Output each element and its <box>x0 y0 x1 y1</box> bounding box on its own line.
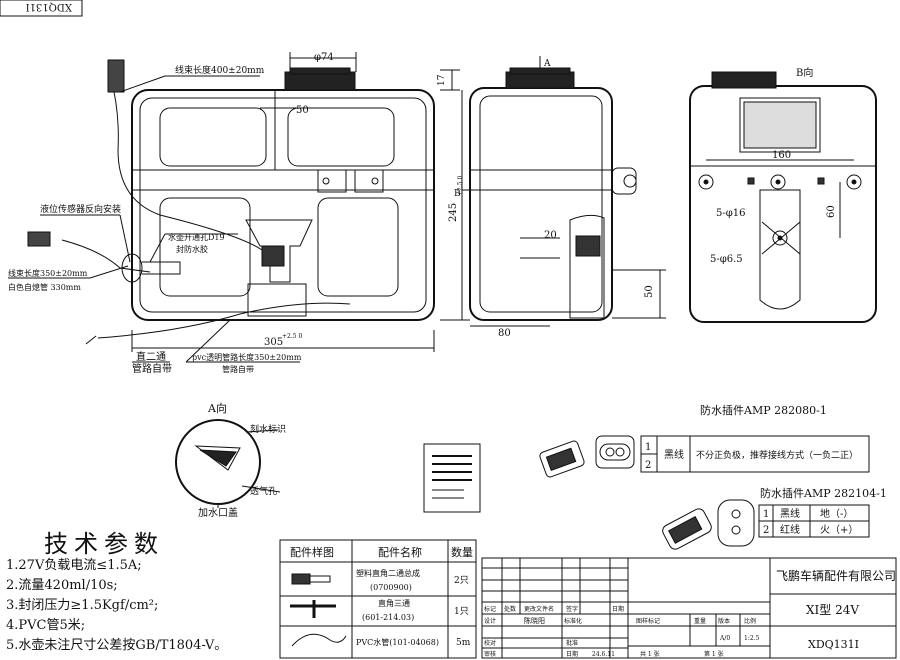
designer-name: 陈晓阳 <box>524 616 545 625</box>
drawing-code: XDQ131I <box>26 1 72 12</box>
connector-1-table <box>640 435 870 473</box>
connector-2-drawing <box>662 499 755 550</box>
front-view <box>8 52 470 363</box>
connector-1-title: 防水插件AMP 282080-1 <box>700 403 827 417</box>
stage-label-mark: 图样标记 <box>636 617 660 625</box>
connector-1-row1-n: 1 <box>645 442 651 453</box>
parts-table-grid <box>279 539 477 659</box>
sheets-total: 共 1 张 <box>640 650 660 658</box>
parts-row2-name: 直角三通 <box>378 598 410 608</box>
harness-length-label: 线束长度400±20mm <box>175 64 265 76</box>
parts-header-image: 配件样图 <box>290 545 334 559</box>
dim-60: 60 <box>826 205 837 218</box>
rev-header-mark: 标记 <box>484 605 496 613</box>
dim-17: 17 <box>437 74 447 86</box>
parts-row1-code: (0700900) <box>370 583 412 592</box>
drawing-code-block: XDQ131I <box>808 638 859 651</box>
tech-param-item: 1.27V负载电流≤1.5A; <box>6 558 142 573</box>
section-a-label: A <box>543 59 551 69</box>
parts-header-name: 配件名称 <box>378 545 422 559</box>
a-view <box>175 419 281 508</box>
parts-header-qty: 数量 <box>451 546 473 559</box>
drain-hole-note: 水壶开通孔D19 <box>168 232 225 242</box>
connector-2-row2-wire: 红线 <box>780 523 800 536</box>
elbow-clip-label: 管路自带 <box>132 362 172 375</box>
width-tol: +2.5 0 <box>282 333 302 340</box>
stage-label-version: 版本 <box>718 617 730 625</box>
harness-length2-label: 线束长度350±20mm <box>8 268 88 278</box>
connector-2-title: 防水插件AMP 282104-1 <box>760 486 887 500</box>
connector-1-row2-n: 2 <box>645 460 651 471</box>
vent-label: 透气孔 <box>250 485 277 497</box>
stage-label-scale: 比例 <box>744 617 756 625</box>
grommet-note: 封防水胶 <box>176 244 208 254</box>
stage-label-weight: 重量 <box>694 617 706 625</box>
label-plate <box>423 443 481 513</box>
parts-row3-qty: 5m <box>456 638 471 648</box>
dim-20: 20 <box>544 230 557 241</box>
dim-50-front: 50 <box>296 105 309 116</box>
tech-params: 技术参数 1.27V负载电流≤1.5A; 2.流量420ml/10s; 3.封闭… <box>6 530 228 656</box>
connector-2-row1-n: 1 <box>763 509 769 520</box>
connector-2-table <box>758 504 870 538</box>
rev-header-count: 处数 <box>504 605 516 613</box>
elbow-label: 直二通 <box>136 350 166 363</box>
tech-param-item: 4.PVC管5米; <box>6 618 86 633</box>
cap-label: 加水口盖 <box>198 506 238 519</box>
filler-cap <box>284 71 356 91</box>
connector-1-row1-func: 不分正负极，推荐接线方式（一负二正） <box>696 449 858 461</box>
parts-row1-qty: 2只 <box>454 576 469 586</box>
holes-65-label: 5-φ6.5 <box>710 254 743 265</box>
parts-row2-qty: 1只 <box>454 607 469 617</box>
b-view-title: B向 <box>796 66 813 79</box>
version-value: A/0 <box>719 635 730 642</box>
tech-param-item: 3.封闭压力≥1.5Kgf/cm²; <box>6 598 159 613</box>
a-view-title: A向 <box>207 401 227 415</box>
connector-2-row1-func: 地（-） <box>820 507 853 520</box>
connector-1-drawing <box>539 435 635 478</box>
cap-diameter-dim: φ74 <box>314 52 334 63</box>
rev-header-file: 更改文件名 <box>524 605 554 613</box>
parts-row2-code: (601-214.03) <box>362 613 414 622</box>
connector-2-row2-n: 2 <box>763 525 769 536</box>
dim-80: 80 <box>498 328 511 339</box>
sheet-number: 第 1 张 <box>704 650 724 658</box>
parts-row1-name: 塑料直角二通总成 <box>356 568 420 578</box>
scale-mark-label: 刻水标识 <box>250 423 286 435</box>
rev-header-sign: 签字 <box>566 605 578 613</box>
review-label: 审核 <box>484 650 496 658</box>
rev-header-date: 日期 <box>612 605 624 613</box>
width-dim: 305 <box>264 337 283 348</box>
holes-16-label: 5-φ16 <box>716 208 745 219</box>
connector-2-row1-wire: 黑线 <box>780 507 800 520</box>
dim-160: 160 <box>772 150 791 161</box>
date-label: 日期 <box>566 650 578 658</box>
dim-50-side: 50 <box>644 285 655 298</box>
scale-value: 1:2.5 <box>744 635 760 642</box>
b-view <box>689 71 877 323</box>
approve-label: 批准 <box>566 639 578 647</box>
section-b-label: B <box>454 189 461 199</box>
company-name: 飞鹏车辆配件有限公司 <box>776 568 896 583</box>
tech-param-item: 2.流量420ml/10s; <box>6 578 118 593</box>
parts-row3-name: PVC水管(101-04068) <box>356 637 439 647</box>
design-label: 设计 <box>484 617 496 625</box>
corrugated-tube-label: 白色自熄管 330mm <box>8 282 81 292</box>
side-view <box>462 56 666 327</box>
title-block-grid <box>481 557 897 659</box>
pipe-clip-label: 管路自带 <box>222 364 254 374</box>
tech-param-item: 5.水壶未注尺寸公差按GB/T1804-V。 <box>6 638 228 653</box>
tech-params-title: 技术参数 <box>44 530 164 558</box>
model-name: XI型 24V <box>806 603 859 617</box>
pvc-tube-label: pvc透明管路长度350±20mm <box>192 352 302 362</box>
connector-2-row2-func: 火（+） <box>820 524 858 536</box>
height-dim: 245 <box>448 203 459 222</box>
connector-1-row1-wire: 黑线 <box>664 448 684 461</box>
level-sensor-note: 液位传感器反向安装 <box>40 203 121 215</box>
standard-label: 标准化 <box>564 617 582 625</box>
height-tol: +2.5 0 <box>457 176 464 196</box>
date-value: 24.6.11 <box>592 651 615 658</box>
check-label: 校对 <box>484 639 496 647</box>
